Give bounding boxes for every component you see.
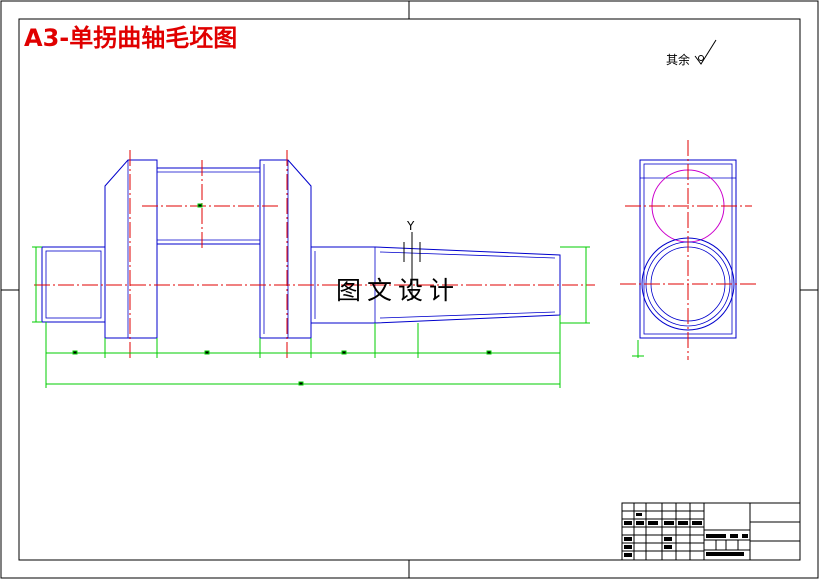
y-axis-marker	[403, 232, 421, 300]
watermark-text: 图文设计	[336, 276, 460, 305]
front-view-dimensions	[32, 203, 590, 388]
front-view-centerlines	[34, 150, 595, 360]
side-view-centerlines	[620, 140, 756, 360]
y-axis-label: Y	[406, 219, 415, 233]
surface-note: 其余	[666, 52, 690, 67]
crankshaft-front-view	[41, 159, 561, 339]
side-view-dimensions	[632, 340, 644, 358]
drawing-title: A3-单拐曲轴毛坯图	[24, 24, 237, 52]
surface-roughness-icon	[694, 39, 717, 65]
title-block	[621, 502, 801, 561]
